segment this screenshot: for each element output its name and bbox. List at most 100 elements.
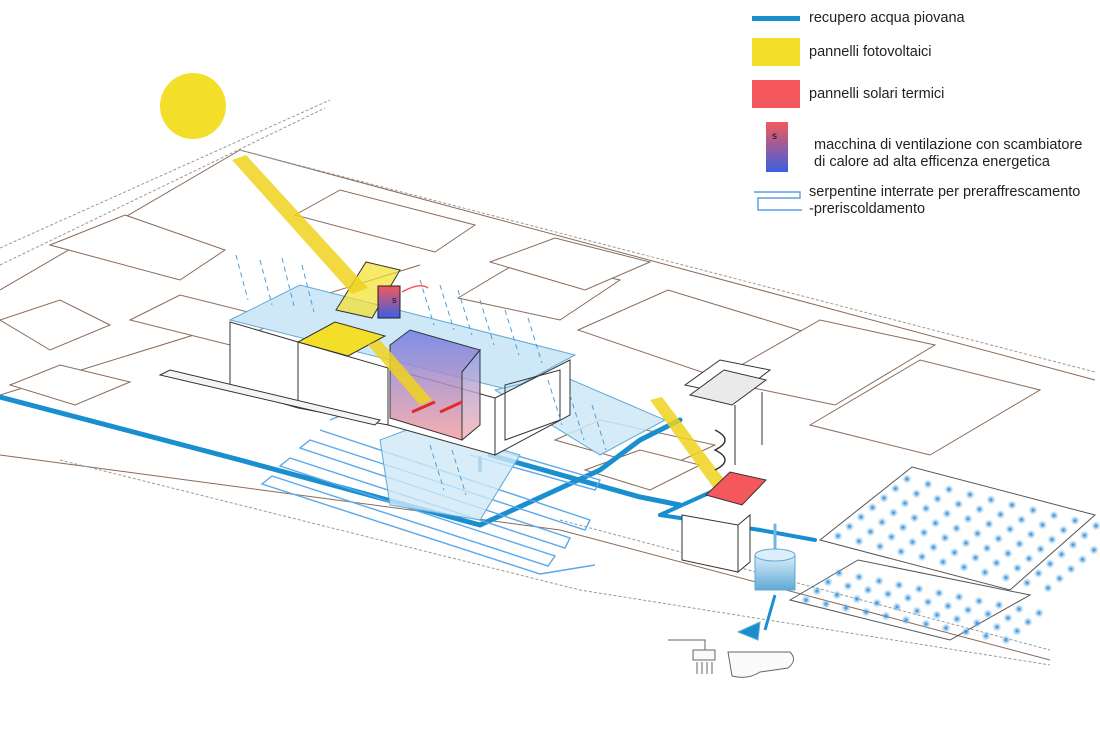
legend-label-pv: pannelli fotovoltaici xyxy=(809,44,932,60)
irrigation-dot xyxy=(1056,549,1067,560)
irrigation-dot xyxy=(934,588,944,598)
ventilation-swatch-label: s xyxy=(772,131,777,142)
irrigation-dot xyxy=(861,607,871,617)
irrigation-dot xyxy=(944,484,954,495)
toilet-icon xyxy=(727,651,794,678)
irrigation-dot xyxy=(954,592,964,602)
field-dots xyxy=(801,474,1100,645)
irrigation-dot xyxy=(863,585,873,595)
irrigation-dot xyxy=(841,603,851,613)
irrigation-dot xyxy=(940,532,950,543)
irrigation-dot xyxy=(844,521,855,532)
legend-label-coils-2: -preriscoldamento xyxy=(809,201,926,217)
heated-room xyxy=(389,329,481,442)
irrigation-dot xyxy=(923,597,933,607)
irrigation-dot xyxy=(953,499,964,510)
irrigation-dot xyxy=(983,609,993,619)
irrigation-dot xyxy=(919,527,929,538)
irrigation-dot xyxy=(1070,515,1080,526)
irrigation-dot xyxy=(917,551,927,562)
irrigation-dot xyxy=(952,614,962,624)
irrigation-dot xyxy=(1035,544,1046,555)
irrigation-dot xyxy=(938,557,948,567)
irrigation-dot xyxy=(928,542,939,553)
irrigation-dot xyxy=(921,619,931,629)
legend-label-thermal: pannelli solari termici xyxy=(809,86,945,102)
irrigation-dot xyxy=(963,513,973,524)
irrigation-dot xyxy=(823,577,833,587)
irrigation-dot xyxy=(1034,608,1044,618)
irrigation-dot xyxy=(1054,573,1065,584)
irrigation-dot xyxy=(1014,538,1025,549)
irrigation-dot xyxy=(874,576,884,586)
irrigation-dot xyxy=(959,562,969,573)
irrigation-dot xyxy=(856,512,866,522)
irrigation-dot xyxy=(1012,626,1022,636)
irrigation-dot xyxy=(1026,529,1036,540)
irrigation-dot xyxy=(881,611,891,621)
irrigation-dot xyxy=(1089,545,1099,555)
irrigation-dot xyxy=(1024,553,1034,564)
irrigation-dot xyxy=(984,519,994,529)
irrigation-dot xyxy=(914,584,924,594)
irrigation-dot xyxy=(1014,604,1024,614)
irrigation-dot xyxy=(843,581,853,591)
irrigation-dot xyxy=(1007,500,1017,510)
sun xyxy=(160,73,226,139)
irrigation-dot xyxy=(1033,568,1044,579)
irrigation-dot xyxy=(941,623,951,633)
irrigation-dot xyxy=(972,528,983,539)
irrigation-dot xyxy=(942,508,952,519)
irrigation-dot xyxy=(1066,564,1076,574)
lot-outlines xyxy=(0,189,1042,491)
rainwater-pipes xyxy=(0,394,817,557)
pv-panels xyxy=(296,261,401,357)
machine-label: s xyxy=(392,295,397,305)
irrigation-dot xyxy=(909,512,920,523)
irrigation-dot xyxy=(930,518,941,529)
irrigation-dot xyxy=(1047,534,1057,545)
irrigation-dot xyxy=(898,522,908,533)
irrigation-dot xyxy=(921,503,931,514)
small-house xyxy=(681,471,767,574)
irrigation-dot xyxy=(875,541,885,552)
irrigation-dot xyxy=(877,517,887,528)
sun-rays xyxy=(232,155,732,494)
irrigation-dot xyxy=(1091,520,1100,531)
thermal-swatch xyxy=(752,80,800,108)
irrigation-dot xyxy=(974,504,985,515)
irrigation-dot xyxy=(903,593,913,603)
irrigation-dot xyxy=(888,507,899,518)
ventilation-swatch: s xyxy=(766,122,788,172)
irrigation-dot xyxy=(1049,510,1059,521)
irrigation-dot xyxy=(949,547,960,558)
irrigation-dot xyxy=(1005,524,1015,535)
irrigation-dot xyxy=(993,533,1004,544)
irrigation-dot xyxy=(995,509,1006,520)
irrigation-dot xyxy=(943,601,953,611)
irrigation-dot xyxy=(1003,613,1013,623)
rainwater-swatch xyxy=(752,16,800,21)
irrigation-dot xyxy=(1022,577,1032,588)
irrigation-dot xyxy=(994,600,1004,610)
irrigation-dot xyxy=(932,610,942,620)
irrigation-dot xyxy=(991,557,1002,568)
irrigation-dot xyxy=(1001,635,1011,645)
irrigation-dot xyxy=(912,606,922,616)
rain xyxy=(235,254,607,496)
irrigation-dot xyxy=(951,523,962,534)
irrigation-dot xyxy=(892,602,902,612)
irrigation-dot xyxy=(1058,525,1069,536)
irrigation-dot xyxy=(907,537,918,548)
irrigation-dot xyxy=(1001,572,1011,583)
irrigation-dot xyxy=(801,595,811,605)
irrigation-dot xyxy=(970,552,981,563)
irrigation-dot xyxy=(896,546,906,557)
pv-swatch xyxy=(752,38,800,66)
irrigation-dot xyxy=(834,568,844,578)
irrigation-dot xyxy=(854,536,864,547)
legend-label-coils-1: serpentine interrate per preraffrescamen… xyxy=(809,184,1081,200)
irrigation-dot xyxy=(932,493,943,504)
water-tank xyxy=(736,548,796,641)
